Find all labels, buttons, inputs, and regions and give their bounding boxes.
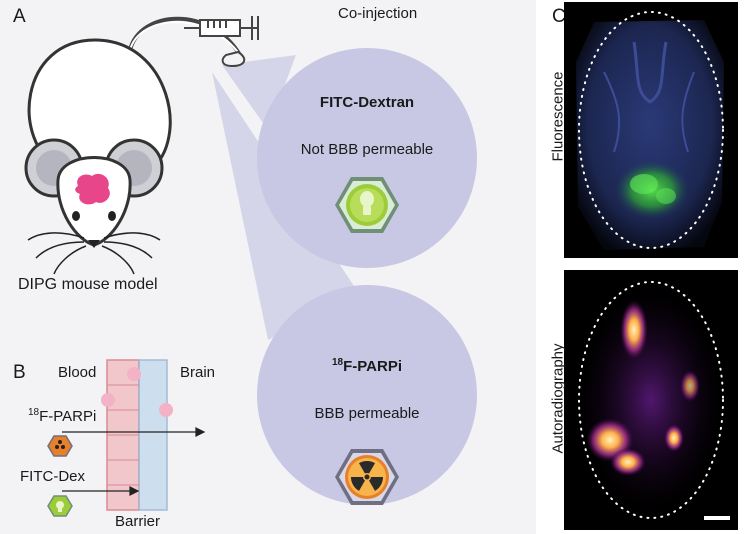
brain-label: Brain: [180, 364, 216, 381]
coinjection-label: Co-injection: [338, 5, 418, 22]
particle: [127, 367, 141, 381]
mouse-model-label: DIPG mouse model: [18, 276, 158, 293]
brain-outline-dotted: [578, 281, 724, 519]
panel-label-c: C: [552, 6, 566, 27]
parpi-tracer-main: F-PARPi: [39, 408, 97, 425]
particle: [101, 393, 115, 407]
parpi-subtitle: BBB permeable: [314, 405, 420, 422]
parpi-title-main: F-PARPi: [343, 358, 402, 375]
fitc-dextran-title: FITC-Dextran: [319, 94, 415, 111]
autorad-hotspot-right: [664, 424, 684, 452]
fluorescence-image: [564, 2, 738, 258]
syringe-icon: [184, 16, 259, 40]
barrier-label: Barrier: [115, 513, 161, 530]
cone-to-fitc: [222, 55, 296, 130]
parpi-title: 18F-PARPi: [307, 357, 427, 376]
radiation-icon-small: [47, 435, 73, 457]
mouse-whiskers: [27, 232, 161, 275]
mouse-illustration: [24, 16, 246, 275]
parpi-circle: [257, 285, 477, 505]
panel-a-graphic: [24, 16, 477, 517]
mouse-eye-left: [72, 211, 80, 221]
fluorescence-label: Fluorescence: [549, 71, 567, 162]
lightbulb-icon-small: [47, 495, 73, 517]
mouse-eye-right: [108, 211, 116, 221]
autorad-hotspot-right-upper: [680, 370, 700, 402]
mouse-nose: [88, 240, 100, 248]
scale-bar: [704, 516, 730, 520]
autoradiography-label: Autoradiography: [549, 343, 567, 454]
parpi-tracer-label: 18F-PARPi: [28, 407, 97, 426]
parpi-tracer-sup: 18: [28, 407, 40, 418]
parpi-title-sup: 18: [331, 357, 344, 368]
autorad-hotspot-left-lower: [610, 448, 646, 476]
particle: [159, 403, 173, 417]
panel-label-a: A: [13, 6, 26, 27]
tumor-blob: [75, 173, 110, 205]
fitc-dextran-circle: [257, 48, 477, 268]
brain-side-wall: [138, 359, 168, 511]
autoradiography-image: [564, 270, 738, 530]
lightbulb-icon: [335, 177, 399, 233]
radiation-icon: [335, 449, 399, 505]
barrier-graphic: [47, 359, 206, 517]
blood-label: Blood: [58, 364, 97, 381]
brain-outline-dotted: [578, 11, 724, 249]
fitc-dex-label: FITC-Dex: [20, 468, 85, 485]
autorad-hotspot-top: [620, 300, 648, 360]
panel-label-b: B: [13, 362, 26, 383]
fitc-dextran-subtitle: Not BBB permeable: [300, 141, 434, 158]
autorad-background-signal: [581, 290, 721, 510]
